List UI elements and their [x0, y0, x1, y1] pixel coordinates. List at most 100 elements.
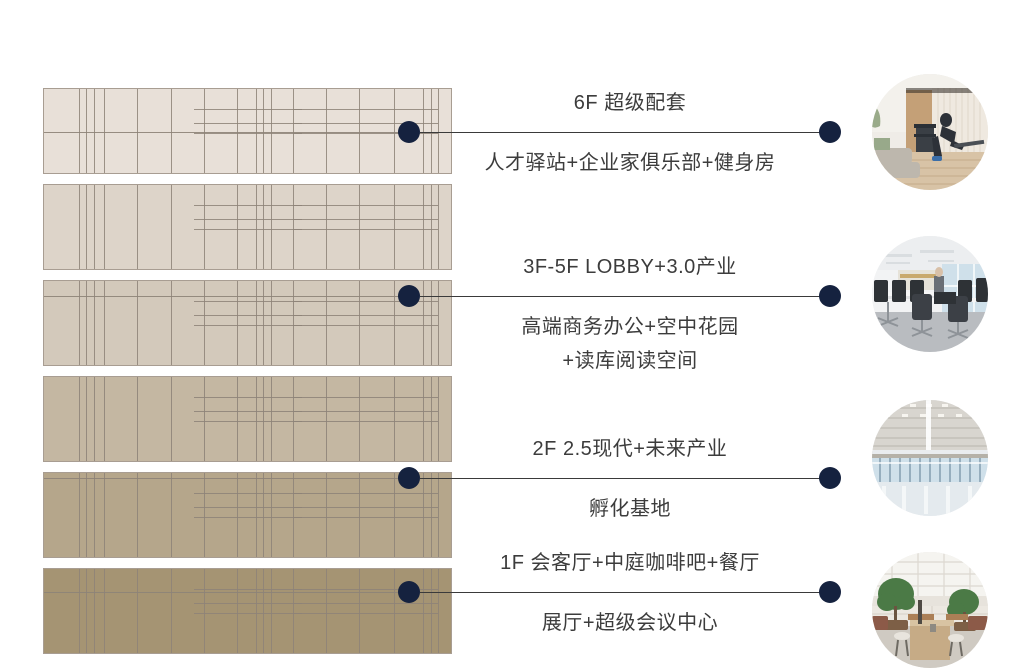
- plate-gridline-horizontal: [194, 229, 302, 230]
- plate-gridline-vertical: [293, 89, 294, 173]
- plate-gridline-vertical: [104, 473, 105, 557]
- plate-gridline-horizontal: [194, 315, 302, 316]
- plate-gridline-vertical: [271, 569, 272, 653]
- plate-gridline-vertical: [423, 377, 424, 461]
- plate-gridline-vertical: [431, 377, 432, 461]
- plate-gridline-vertical: [94, 89, 95, 173]
- plate-gridline-vertical: [86, 473, 87, 557]
- plate-gridline-vertical: [86, 569, 87, 653]
- plate-gridline-horizontal: [293, 517, 438, 518]
- plate-3f: [43, 376, 452, 462]
- plate-gridline-vertical: [137, 89, 138, 173]
- plate-gridline-vertical: [293, 569, 294, 653]
- atrium-cafe-photo[interactable]: [872, 552, 988, 668]
- plate-gridline-vertical: [137, 473, 138, 557]
- plate-gridline-vertical: [438, 569, 439, 653]
- plate-gridline-vertical: [237, 281, 238, 365]
- plate-gridline-vertical: [423, 473, 424, 557]
- plate-gridline-vertical: [359, 281, 360, 365]
- plate-gridline-vertical: [79, 281, 80, 365]
- plate-gridline-horizontal: [293, 411, 438, 412]
- plate-gridline-vertical: [326, 473, 327, 557]
- plate-gridline-vertical: [394, 281, 395, 365]
- plate-gridline-vertical: [394, 569, 395, 653]
- plate-gridline-vertical: [256, 185, 257, 269]
- marker-dot-right-1f[interactable]: [819, 581, 841, 603]
- plate-4f: [43, 280, 452, 366]
- plate-gridline-horizontal: [194, 421, 302, 422]
- marker-dot-left-1f[interactable]: [398, 581, 420, 603]
- leader-line-2f: [420, 478, 832, 479]
- open-office-photo[interactable]: [872, 236, 988, 352]
- plate-gridline-horizontal: [194, 589, 302, 590]
- leader-line-1f: [420, 592, 832, 593]
- marker-dot-left-2f[interactable]: [398, 467, 420, 489]
- plate-gridline-vertical: [104, 281, 105, 365]
- marker-dot-left-3f-5f[interactable]: [398, 285, 420, 307]
- plate-gridline-vertical: [438, 377, 439, 461]
- callout-3f-5f-title: 3F-5F LOBBY+3.0产业: [523, 256, 737, 278]
- plate-gridline-vertical: [263, 473, 264, 557]
- callout-2f-title: 2F 2.5现代+未来产业: [532, 438, 728, 460]
- exhibition-hall-photo[interactable]: [872, 400, 988, 516]
- plate-gridline-horizontal: [194, 325, 302, 326]
- plate-gridline-vertical: [94, 281, 95, 365]
- plate-gridline-vertical: [326, 281, 327, 365]
- plate-gridline-horizontal: [293, 315, 438, 316]
- plate-gridline-horizontal: [293, 109, 438, 110]
- plate-gridline-vertical: [293, 473, 294, 557]
- plate-gridline-vertical: [423, 569, 424, 653]
- marker-dot-left-6f[interactable]: [398, 121, 420, 143]
- plate-gridline-horizontal: [293, 123, 438, 124]
- plate-gridline-vertical: [431, 281, 432, 365]
- plate-gridline-vertical: [94, 569, 95, 653]
- plate-gridline-vertical: [104, 89, 105, 173]
- plate-gridline-vertical: [256, 89, 257, 173]
- plate-gridline-vertical: [204, 89, 205, 173]
- plate-gridline-vertical: [359, 377, 360, 461]
- callout-2f: 2F 2.5现代+未来产业: [440, 432, 820, 472]
- plate-gridline-vertical: [137, 569, 138, 653]
- plate-gridline-vertical: [271, 281, 272, 365]
- plate-gridline-horizontal: [293, 589, 438, 590]
- plate-gridline-vertical: [204, 473, 205, 557]
- marker-dot-right-6f[interactable]: [819, 121, 841, 143]
- plate-gridline-vertical: [237, 473, 238, 557]
- marker-dot-right-3f-5f[interactable]: [819, 285, 841, 307]
- leader-line-inner-6f: [44, 132, 410, 133]
- gym-interior-photo[interactable]: [872, 74, 988, 190]
- plate-gridline-vertical: [171, 473, 172, 557]
- plate-gridline-vertical: [204, 377, 205, 461]
- plate-gridline-vertical: [263, 377, 264, 461]
- plate-gridline-vertical: [293, 377, 294, 461]
- plate-gridline-vertical: [86, 89, 87, 173]
- plate-gridline-vertical: [137, 377, 138, 461]
- plate-gridline-vertical: [79, 377, 80, 461]
- plate-gridline-horizontal: [194, 301, 302, 302]
- marker-dot-right-2f[interactable]: [819, 467, 841, 489]
- plate-gridline-vertical: [171, 281, 172, 365]
- plate-gridline-vertical: [204, 569, 205, 653]
- callout-6f: 6F 超级配套: [440, 86, 820, 126]
- plate-gridline-vertical: [79, 569, 80, 653]
- plate-gridline-horizontal: [194, 507, 302, 508]
- plate-gridline-vertical: [94, 185, 95, 269]
- plate-gridline-vertical: [79, 89, 80, 173]
- plate-2f: [43, 472, 452, 558]
- plate-gridline-vertical: [423, 185, 424, 269]
- plate-gridline-vertical: [271, 185, 272, 269]
- plate-gridline-horizontal: [194, 133, 302, 134]
- plate-gridline-vertical: [263, 89, 264, 173]
- plate-gridline-horizontal: [194, 109, 302, 110]
- callout-3f-5f-detail2: +读库阅读空间: [562, 350, 698, 372]
- plate-gridline-vertical: [256, 569, 257, 653]
- plate-gridline-vertical: [237, 89, 238, 173]
- callout-2f-detail-group: 孵化基地: [440, 486, 820, 526]
- plate-gridline-vertical: [431, 185, 432, 269]
- plate-gridline-vertical: [263, 281, 264, 365]
- plate-gridline-vertical: [438, 473, 439, 557]
- plate-gridline-horizontal: [293, 613, 438, 614]
- plate-gridline-vertical: [204, 185, 205, 269]
- callout-1f: 1F 会客厅+中庭咖啡吧+餐厅: [440, 546, 820, 586]
